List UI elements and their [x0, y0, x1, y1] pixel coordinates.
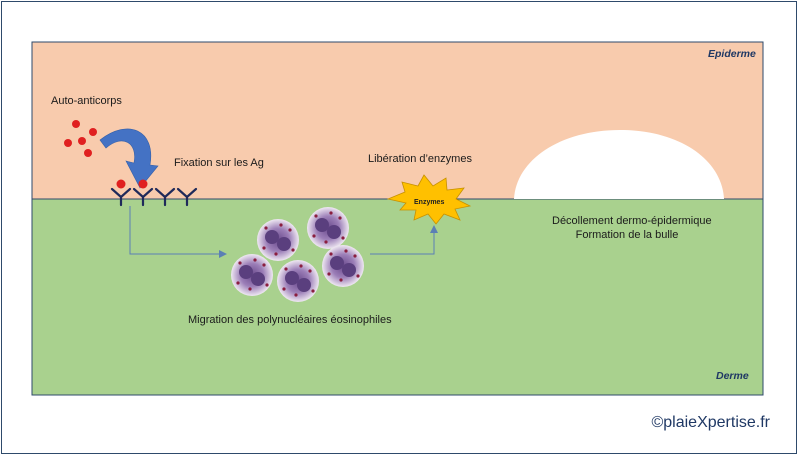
- decollement-line-1: Décollement dermo-épidermique: [552, 215, 712, 227]
- eosinophil-cell: [231, 254, 273, 296]
- derme-label: Derme: [716, 370, 749, 382]
- enzymes-label: Enzymes: [414, 199, 445, 206]
- eosinophil-cell: [257, 219, 299, 261]
- enzyme-burst: [386, 174, 472, 225]
- auto-anticorps-label: Auto-anticorps: [51, 95, 122, 107]
- epiderme-label: Epiderme: [708, 48, 756, 60]
- migration-label: Migration des polynucléaires éosinophile…: [188, 314, 392, 326]
- decollement-line-2: Formation de la bulle: [575, 229, 679, 241]
- eosinophil-cell: [307, 207, 349, 249]
- eosinophil-cell: [277, 260, 319, 302]
- dermis-layer: [31, 198, 764, 396]
- blister: [514, 130, 724, 199]
- connector-to-cells: [129, 206, 227, 258]
- auto-antibodies: [64, 120, 97, 157]
- bound-antibodies: [116, 179, 148, 189]
- liberation-label: Libération d’enzymes: [368, 153, 472, 165]
- connector-to-enzymes: [370, 225, 438, 255]
- copyright-text: ©plaieXpertise.fr: [651, 414, 770, 431]
- fixation-label: Fixation sur les Ag: [174, 157, 264, 169]
- eosinophil-cell: [322, 245, 364, 287]
- decollement-label: Décollement dermo-épidermique Formation …: [552, 215, 712, 241]
- antigen-receptors: [110, 187, 198, 207]
- eosinophil-cells: [231, 207, 364, 302]
